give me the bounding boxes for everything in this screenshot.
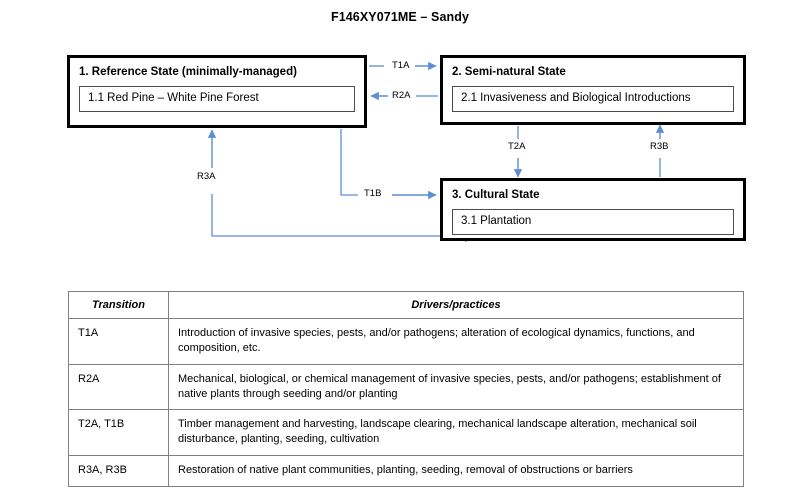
arrow-label-t1b: T1B [364,188,382,199]
phase-box-seminatural[interactable]: 2.1 Invasiveness and Biological Introduc… [452,86,734,112]
arrow-t1b [340,129,437,200]
table-header-transition: Transition [68,291,169,319]
table-row: T2A, T1B Timber management and harvestin… [68,409,744,457]
table-header-drivers: Drivers/practices [168,291,744,319]
arrow-label-r3a: R3A [197,171,216,182]
arrow-label-t1a: T1A [392,60,410,71]
cell-drivers: Restoration of native plant communities,… [168,455,744,487]
table-head: Transition Drivers/practices [68,291,744,319]
cell-transition: T1A [68,318,169,365]
table-row: T1A Introduction of invasive species, pe… [68,318,744,365]
arrow-label-r2a: R2A [392,90,411,101]
table-header-row: Transition Drivers/practices [68,291,744,319]
arrow-r3a [207,129,467,242]
table-row: R2A Mechanical, biological, or chemical … [68,363,744,411]
phase-box-cultural[interactable]: 3.1 Plantation [452,209,734,235]
state-box-seminatural[interactable]: 2. Semi-natural State 2.1 Invasiveness a… [440,55,746,125]
page-title: F146XY071ME – Sandy [330,10,470,24]
state-title-seminatural: 2. Semi-natural State [452,66,566,78]
arrow-label-t2a: T2A [508,141,526,152]
state-title-cultural: 3. Cultural State [452,189,540,201]
state-transition-diagram: 1. Reference State (minimally-managed) 1… [67,55,746,242]
state-title-reference: 1. Reference State (minimally-managed) [79,66,297,78]
cell-drivers: Mechanical, biological, or chemical mana… [168,363,744,411]
state-box-reference[interactable]: 1. Reference State (minimally-managed) 1… [67,55,367,128]
cell-drivers: Introduction of invasive species, pests,… [168,318,744,365]
cell-transition: R3A, R3B [68,455,169,487]
arrow-label-r3b: R3B [650,141,669,152]
state-box-cultural[interactable]: 3. Cultural State 3.1 Plantation [440,178,746,241]
table-body: T1A Introduction of invasive species, pe… [68,318,744,487]
phase-box-reference[interactable]: 1.1 Red Pine – White Pine Forest [79,86,355,112]
cell-transition: R2A [68,363,169,411]
transition-drivers-table: Transition Drivers/practices T1A Introdu… [68,291,744,487]
cell-drivers: Timber management and harvesting, landsc… [168,409,744,457]
table-row: R3A, R3B Restoration of native plant com… [68,455,744,487]
cell-transition: T2A, T1B [68,409,169,457]
